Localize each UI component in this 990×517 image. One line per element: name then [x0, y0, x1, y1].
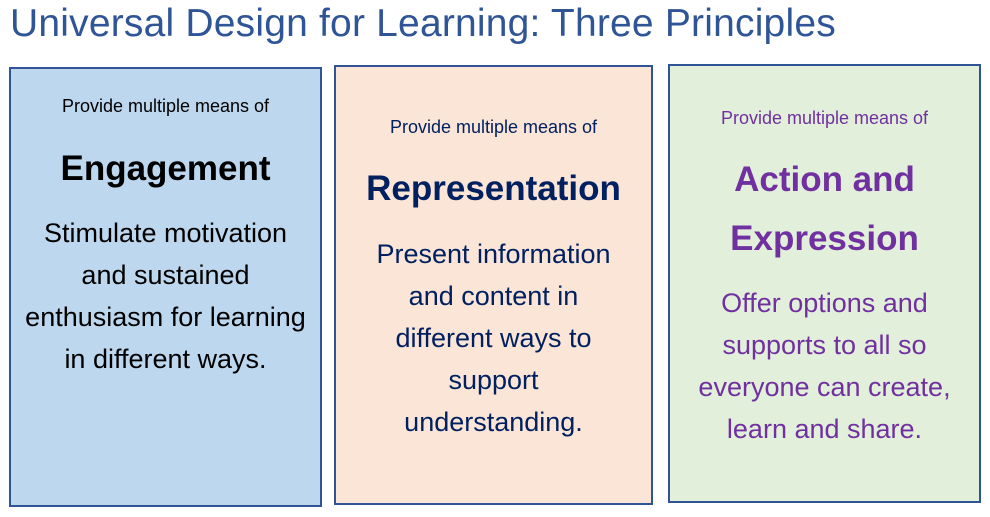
page-title: Universal Design for Learning: Three Pri… [10, 2, 836, 45]
principle-description: Stimulate motivation and sustained enthu… [25, 218, 306, 374]
principle-lead: Provide multiple means of [61, 96, 270, 116]
principle-heading: Action and Expression [730, 160, 919, 258]
principle-lead: Provide multiple means of [389, 117, 598, 137]
principle-heading: Engagement [60, 149, 271, 188]
principle-heading: Representation [366, 169, 621, 208]
principle-card-engagement: Provide multiple means of Engagement Sti… [9, 67, 322, 507]
principle-description: Offer options and supports to all so eve… [698, 288, 951, 444]
principle-lead: Provide multiple means of [720, 108, 929, 128]
principle-card-representation: Provide multiple means of Representation… [334, 65, 653, 505]
principle-card-action-expression: Provide multiple means of Action and Exp… [668, 64, 981, 503]
principle-description: Present information and content in diffe… [376, 239, 611, 437]
